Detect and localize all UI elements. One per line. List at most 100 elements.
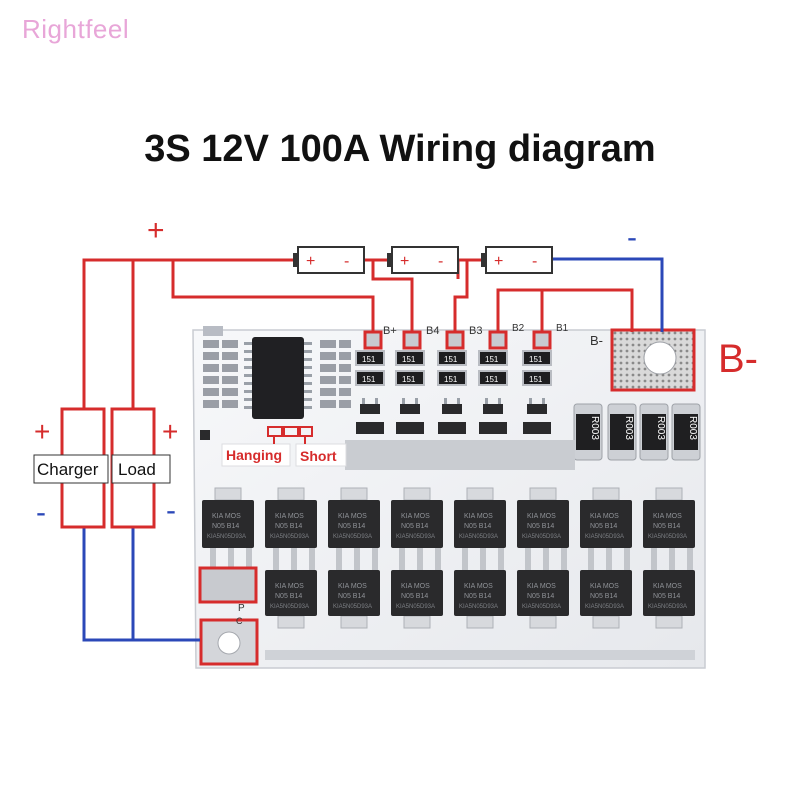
c-label: C — [236, 616, 243, 626]
charger-box: Charger — [33, 407, 109, 529]
mosfet-marking: N05 B14 — [212, 523, 239, 530]
charger-minus-mark: - — [36, 496, 46, 529]
battery-minus: - — [532, 253, 537, 270]
top-plus-mark: + — [147, 214, 165, 247]
mosfet-marking: N05 B14 — [527, 523, 554, 530]
mosfet-marking: KIA5N05D93A — [648, 604, 687, 610]
mosfet-marking: N05 B14 — [653, 523, 680, 530]
shunt-code: R003 — [589, 416, 600, 440]
mosfet-marking: KIA5N05D93A — [207, 534, 246, 540]
smd-resistor: 151 — [478, 350, 508, 366]
mosfet-marking: N05 B14 — [464, 523, 491, 530]
smd-resistor: 151 — [437, 370, 467, 386]
mosfet-marking: N05 B14 — [275, 593, 302, 600]
mosfet-marking: KIA MOS — [275, 583, 304, 590]
shunt-resistor: R003 — [607, 403, 637, 461]
smd-resistor: 151 — [395, 370, 425, 386]
mosfet-marking: KIA MOS — [275, 513, 304, 520]
shunt-resistor: R003 — [573, 403, 603, 461]
mosfet-marking: KIA MOS — [212, 513, 241, 520]
top-minus-mark: - — [627, 221, 637, 254]
diagram-title: 3S 12V 100A Wiring diagram — [144, 128, 656, 170]
negative-wiring — [82, 257, 664, 642]
mosfet-marking: KIA5N05D93A — [333, 604, 372, 610]
mosfet-marking: N05 B14 — [527, 593, 554, 600]
resistor-code: 151 — [529, 355, 543, 364]
b-minus-pad — [610, 328, 696, 392]
mosfet-marking: KIA5N05D93A — [459, 604, 498, 610]
mosfet-marking: N05 B14 — [401, 523, 428, 530]
charger-label: Charger — [37, 460, 99, 479]
mosfet-marking: KIA5N05D93A — [585, 534, 624, 540]
battery-cell: +- — [387, 246, 459, 274]
mosfet-marking: N05 B14 — [590, 593, 617, 600]
mosfet-marking: KIA MOS — [590, 513, 619, 520]
mosfet-marking: KIA MOS — [653, 583, 682, 590]
sot-transistor — [438, 398, 466, 434]
sot-transistor — [523, 398, 551, 434]
mosfet-marking: N05 B14 — [401, 593, 428, 600]
mosfet-marking: KIA MOS — [401, 583, 430, 590]
load-label: Load — [118, 460, 156, 479]
sot-transistor — [356, 398, 384, 434]
balance-ic-area — [200, 326, 351, 440]
resistor-code: 151 — [485, 375, 499, 384]
smd-resistor: 151 — [478, 370, 508, 386]
battery-cells: +- +- +- — [293, 246, 553, 274]
b-minus-silk: B- — [590, 333, 603, 348]
mosfet-marking: KIA5N05D93A — [585, 604, 624, 610]
load-minus-mark: - — [166, 494, 176, 527]
hanging-label: Hanging — [226, 447, 282, 463]
resistor-code: 151 — [402, 375, 416, 384]
shunt-code: R003 — [623, 416, 634, 440]
sot-transistor — [479, 398, 507, 434]
mosfet-marking: KIA MOS — [527, 513, 556, 520]
charger-plus-mark: + — [34, 416, 50, 447]
shunt-code: R003 — [655, 416, 666, 440]
b4-silk: B4 — [426, 325, 439, 337]
mosfet-marking: KIA5N05D93A — [270, 534, 309, 540]
resistor-code: 151 — [362, 355, 376, 364]
smd-resistor: 151 — [522, 370, 552, 386]
mosfet-marking: KIA MOS — [590, 583, 619, 590]
mosfet-marking: N05 B14 — [590, 523, 617, 530]
mosfet-marking: KIA MOS — [464, 513, 493, 520]
mosfet-marking: KIA5N05D93A — [459, 534, 498, 540]
resistor-code: 151 — [402, 355, 416, 364]
mosfet-marking: KIA MOS — [527, 583, 556, 590]
mosfet-marking: KIA5N05D93A — [522, 604, 561, 610]
mosfet-marking: KIA5N05D93A — [648, 534, 687, 540]
shunt-resistor: R003 — [639, 403, 669, 461]
mosfet-marking: N05 B14 — [464, 593, 491, 600]
shunt-code: R003 — [687, 416, 698, 440]
resistor-code: 151 — [529, 375, 543, 384]
battery-cell: +- — [293, 246, 365, 274]
smd-resistor: 151 — [395, 350, 425, 366]
short-label: Short — [300, 448, 337, 464]
mosfet-marking: KIA5N05D93A — [333, 534, 372, 540]
battery-minus: - — [438, 253, 443, 270]
sot-transistor — [396, 398, 424, 434]
mosfet-marking: KIA5N05D93A — [396, 604, 435, 610]
battery-cell: +- — [481, 246, 553, 274]
resistor-code: 151 — [485, 355, 499, 364]
watermark: Rightfeel — [22, 14, 130, 44]
b-minus-big-label: B- — [718, 337, 758, 381]
b3-silk: B3 — [469, 325, 482, 337]
mosfet-marking: KIA5N05D93A — [522, 534, 561, 540]
resistor-code: 151 — [444, 355, 458, 364]
mosfet-marking: N05 B14 — [338, 593, 365, 600]
battery-minus: - — [344, 253, 349, 270]
mosfet-marking: N05 B14 — [275, 523, 302, 530]
